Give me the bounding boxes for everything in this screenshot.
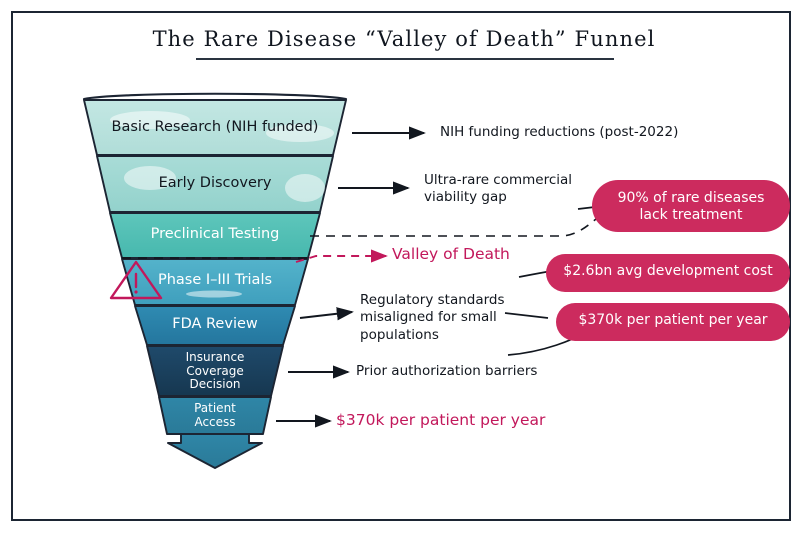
funnel-stage-label-patient-access: Patient Access — [194, 401, 236, 429]
callout-pill-no-treatment — [592, 180, 790, 232]
funnel-stage-label-fda-review: FDA Review — [172, 316, 258, 332]
title-underline — [196, 58, 614, 60]
funnel-stage-label-preclinical-testing: Preclinical Testing — [150, 226, 280, 242]
warning-triangle-icon — [109, 260, 163, 300]
funnel-stage-label-early-discovery: Early Discovery — [158, 175, 272, 191]
annotation-patient-cost: $370k per patient per year — [336, 411, 546, 429]
callout-text-no-treatment: 90% of rare diseases lack treatment — [617, 190, 765, 224]
annotation-regulatory-standards: Regulatory standards misaligned for smal… — [360, 292, 505, 343]
annotation-nih-funding: NIH funding reductions (post-2022) — [440, 124, 679, 140]
callout-pill-annual-cost — [556, 303, 790, 341]
funnel-stage-label-basic-research: Basic Research (NIH funded) — [111, 119, 319, 135]
callout-text-annual-cost: $370k per patient per year — [578, 312, 768, 328]
annotation-prior-auth: Prior authorization barriers — [356, 363, 538, 379]
funnel-stage-label-insurance-coverage: Insurance Coverage Decision — [185, 350, 245, 392]
page-title: The Rare Disease “Valley of Death” Funne… — [152, 27, 656, 51]
annotation-valley-of-death: Valley of Death — [392, 245, 510, 263]
funnel-stage-label-phase-trials: Phase I–III Trials — [157, 272, 273, 288]
callout-text-development-cost: $2.6bn avg development cost — [563, 263, 773, 279]
annotation-ultra-rare-gap: Ultra-rare commercial viability gap — [424, 172, 573, 206]
callout-pill-development-cost — [546, 254, 790, 292]
